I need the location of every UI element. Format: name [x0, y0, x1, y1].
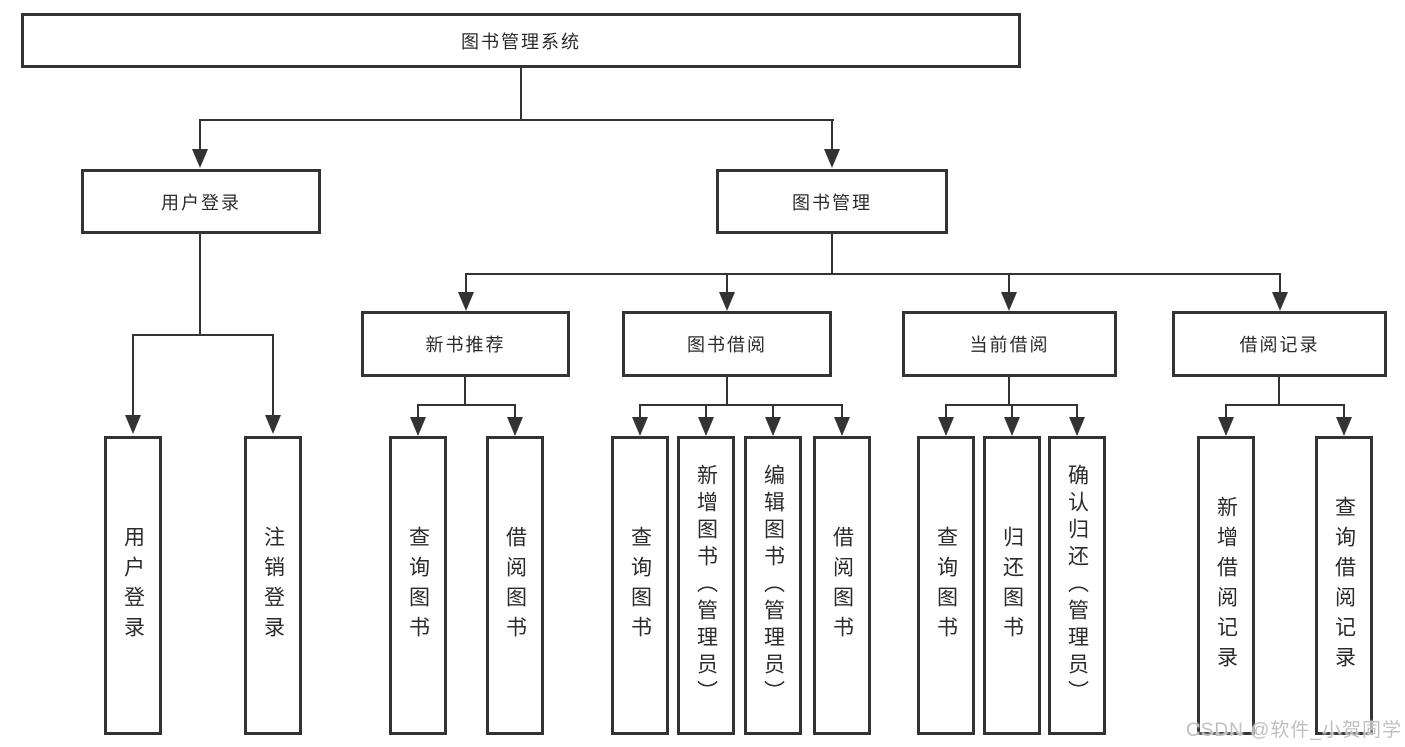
arrow-down-icon — [1218, 417, 1234, 436]
connector-arm — [417, 404, 516, 406]
node-current-borrowing: 当前借阅 — [902, 311, 1117, 377]
arrow-down-icon — [765, 417, 781, 436]
leaf-query-books-3: 查询图书 — [917, 436, 975, 735]
connector-drop-level3 — [465, 273, 467, 295]
connector-drop-leaf — [639, 404, 641, 420]
node-book-management-module: 图书管理 — [716, 169, 948, 234]
leaf-user-login: 用户登录 — [104, 436, 162, 735]
node-label: 查询图书 — [628, 525, 652, 646]
connector-userlogin-stub — [199, 234, 201, 336]
node-label: 查询借阅记录 — [1332, 495, 1356, 676]
connector-arm — [639, 404, 843, 406]
connector-stub — [726, 377, 728, 406]
leaf-add-borrow-record: 新增借阅记录 — [1197, 436, 1255, 735]
node-label: 查询图书 — [934, 525, 958, 646]
leaf-add-books-admin: 新增图书（管理员） — [677, 436, 735, 735]
node-new-book-recommend: 新书推荐 — [361, 311, 570, 377]
connector-drop-leaf — [1343, 404, 1345, 420]
connector-drop-user-login — [199, 119, 201, 151]
arrow-down-icon — [458, 292, 474, 311]
connector-drop-leaf — [1011, 404, 1013, 420]
connector-stub — [1278, 377, 1280, 406]
arrow-down-icon — [410, 417, 426, 436]
node-label: 确认归还（管理员） — [1065, 464, 1089, 707]
arrow-down-icon — [834, 417, 850, 436]
arrow-down-icon — [125, 415, 141, 434]
leaf-query-borrow-record: 查询借阅记录 — [1315, 436, 1373, 735]
leaf-edit-books-admin: 编辑图书（管理员） — [744, 436, 802, 735]
arrow-down-icon — [1004, 417, 1020, 436]
node-label: 图书管理 — [792, 192, 872, 213]
arrow-down-icon — [698, 417, 714, 436]
connector-drop-leaf — [417, 404, 419, 420]
connector-drop-level3 — [1008, 273, 1010, 295]
connector-drop-leaf — [705, 404, 707, 420]
connector-drop-leaf — [272, 334, 274, 417]
connector-drop-level3 — [726, 273, 728, 295]
leaf-query-books-1: 查询图书 — [389, 436, 447, 735]
leaf-return-books: 归还图书 — [983, 436, 1041, 735]
leaf-borrow-books-1: 借阅图书 — [486, 436, 544, 735]
connector-drop-leaf — [132, 334, 134, 417]
leaf-logout: 注销登录 — [244, 436, 302, 735]
arrow-down-icon — [1069, 417, 1085, 436]
connector-drop-leaf — [1076, 404, 1078, 420]
node-label: 用户登录 — [161, 192, 241, 213]
node-label: 新增图书（管理员） — [694, 464, 718, 707]
node-label: 当前借阅 — [969, 335, 1050, 355]
node-label: 查询图书 — [406, 525, 430, 646]
node-book-borrowing: 图书借阅 — [622, 311, 832, 377]
leaf-borrow-books-2: 借阅图书 — [813, 436, 871, 735]
leaf-confirm-return-admin: 确认归还（管理员） — [1048, 436, 1106, 735]
node-library-management-system: 图书管理系统 — [21, 13, 1021, 68]
node-label: 借阅图书 — [503, 525, 527, 646]
arrow-down-icon — [938, 417, 954, 436]
node-label: 新书推荐 — [425, 335, 506, 355]
node-label: 新增借阅记录 — [1214, 495, 1238, 676]
connector-arm — [1225, 404, 1345, 406]
arrow-down-icon — [1272, 292, 1288, 311]
connector-drop-leaf — [841, 404, 843, 420]
node-label: 归还图书 — [1000, 525, 1024, 646]
connector-root-stub — [520, 68, 522, 121]
node-label: 借阅记录 — [1239, 335, 1320, 355]
arrow-down-icon — [632, 417, 648, 436]
connector-drop-leaf — [514, 404, 516, 420]
csdn-watermark: CSDN @软件_小贺同学 — [1186, 720, 1402, 741]
node-label: 编辑图书（管理员） — [761, 464, 785, 707]
leaf-query-books-2: 查询图书 — [611, 436, 669, 735]
node-label: 图书借阅 — [687, 335, 767, 355]
arrow-down-icon — [265, 415, 281, 434]
arrow-down-icon — [719, 292, 735, 311]
node-label: 用户登录 — [121, 525, 145, 646]
connector-drop-leaf — [1225, 404, 1227, 420]
node-user-login-module: 用户登录 — [81, 169, 321, 234]
connector-userlogin-arm — [132, 334, 274, 336]
node-label: 借阅图书 — [830, 525, 854, 646]
node-borrowing-records: 借阅记录 — [1172, 311, 1387, 377]
connector-stub — [1008, 377, 1010, 406]
arrow-down-icon — [507, 417, 523, 436]
connector-root-arm — [199, 119, 834, 121]
arrow-down-icon — [1001, 292, 1017, 311]
connector-bookmgmt-stub — [831, 234, 833, 275]
connector-drop-level3 — [1279, 273, 1281, 295]
arrow-down-icon — [192, 149, 208, 168]
node-label: 图书管理系统 — [461, 31, 581, 52]
connector-drop-leaf — [945, 404, 947, 420]
connector-bookmgmt-arm — [465, 273, 1281, 275]
arrow-down-icon — [824, 149, 840, 168]
connector-drop-leaf — [772, 404, 774, 420]
connector-stub — [464, 377, 466, 406]
arrow-down-icon — [1336, 417, 1352, 436]
node-label: 注销登录 — [261, 525, 285, 646]
connector-drop-book-management — [831, 119, 833, 151]
